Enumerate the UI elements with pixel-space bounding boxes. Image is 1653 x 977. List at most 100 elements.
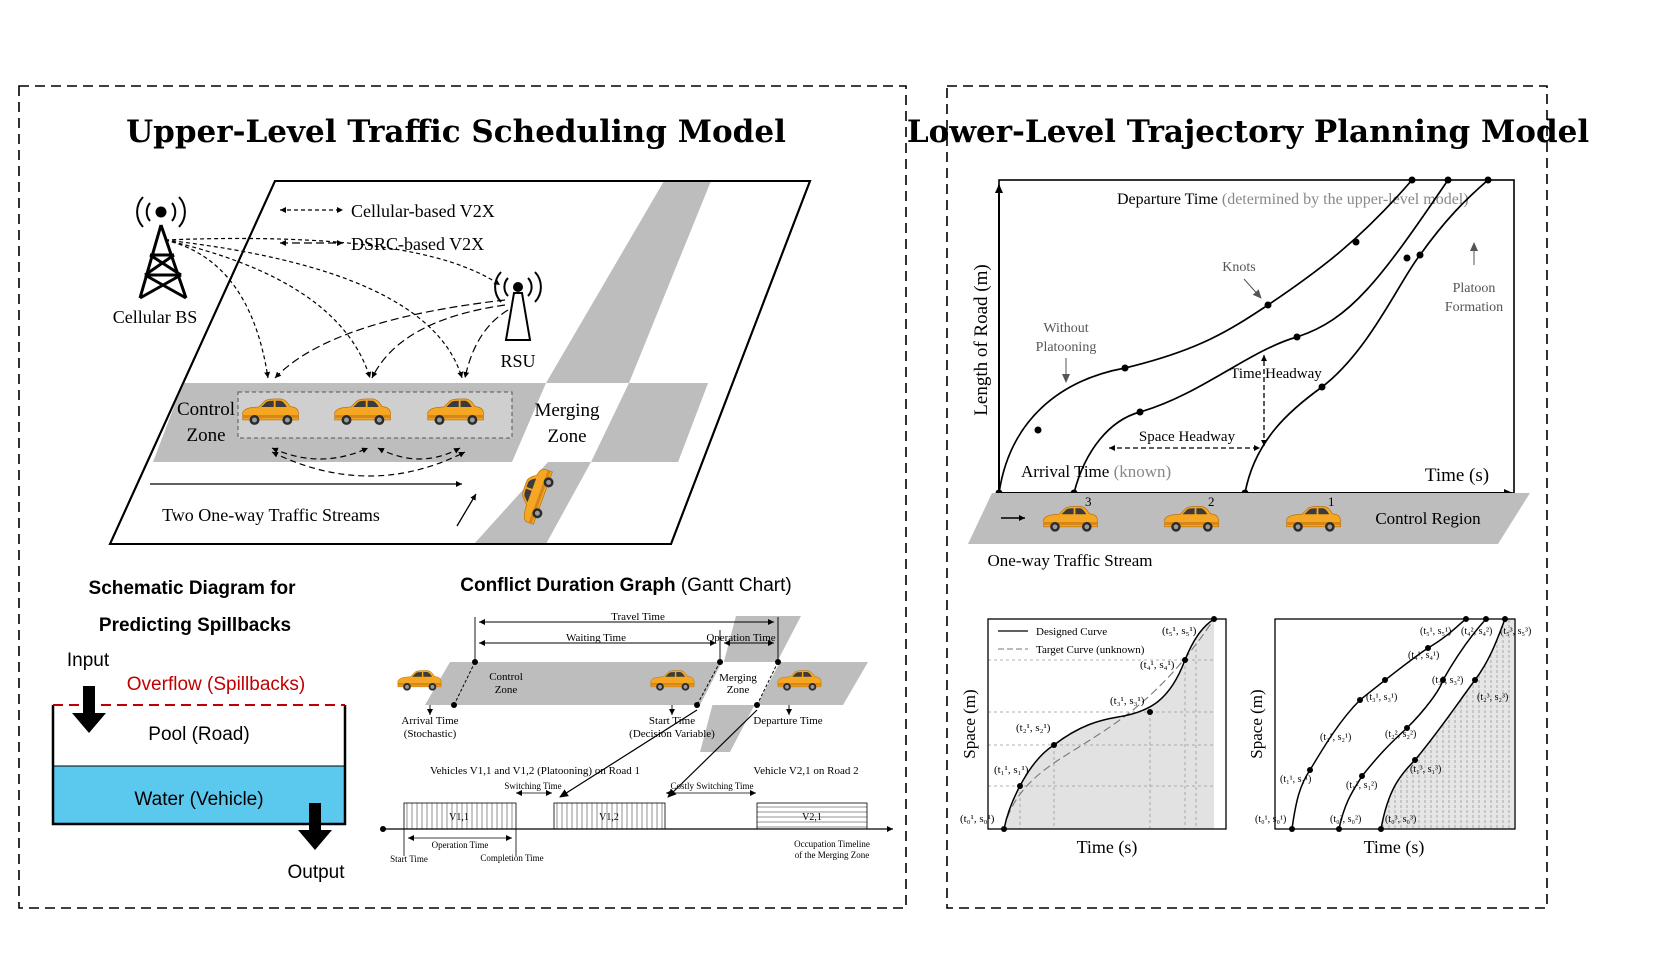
time-headway-label: Time Headway [1230,366,1322,382]
v2v-links [271,447,466,477]
arrival-time-1: Arrival Time [401,715,458,727]
upper-title: Upper-Level Traffic Scheduling Model [126,114,786,150]
pool-label: Pool (Road) [148,724,249,745]
merging-zone-label-1: Merging [534,400,600,421]
right-knot-v2-0: (t₀², s₀²) [1330,814,1361,825]
gantt-control-1: Control [489,671,523,683]
left-plot-y-label: Space (m) [960,689,979,758]
output-label: Output [287,862,345,883]
right-knot-v2-4: (t₄², s₄²) [1461,626,1492,637]
right-knot-v3-1: (t₁³, s₁³) [1410,764,1441,775]
switching-time-label: Switching Time [504,781,561,791]
left-knot-1: (t₁¹, s₁¹) [994,764,1029,776]
left-knot-4: (t₄¹, s₄¹) [1140,659,1175,671]
gantt-control-2: Zone [495,684,518,696]
legend-designed-curve: Designed Curve [1036,626,1107,638]
output-arrow-icon [298,803,332,850]
travel-time-label: Travel Time [611,611,665,623]
vehicle-road2-label: Vehicle V2,1 on Road 2 [753,765,858,777]
right-plot-x-label: Time (s) [1364,837,1425,858]
operation-time-top-label: Operation Time [706,632,775,644]
platoon-curves-plot [1274,616,1516,832]
headway-markers [1109,355,1267,451]
left-knot-5: (t₅¹, s₅¹) [1162,625,1197,637]
right-knot-v1-2: (t₂¹, s₂¹) [1320,732,1351,743]
knots-label: Knots [1222,260,1255,275]
departure-label: Departure Time (determined by the upper-… [1117,191,1469,208]
car-label-3: 3 [1085,494,1092,509]
legend-target-curve: Target Curve (unknown) [1036,644,1145,656]
car-icon [397,670,442,691]
gantt-bottom-spans [403,829,517,856]
spillback-title-2: Predicting Spillbacks [99,615,291,636]
input-arrow-icon [72,686,106,733]
arrival-time-2: (Stochastic) [404,728,457,740]
left-plot-x-label: Time (s) [1077,837,1138,858]
gantt-blocks [403,802,868,830]
right-knot-v1-4: (t₄¹, s₄¹) [1408,650,1439,661]
trajectory-plot-frame [998,179,1515,494]
space-headway-label: Space Headway [1139,429,1236,445]
block-v21-label: V2,1 [802,812,822,823]
arrival-note: (known) [1109,462,1171,481]
designed-curve-plot [987,616,1227,832]
water-label: Water (Vehicle) [134,789,263,810]
left-knot-0: (t₀¹, s₀¹) [960,813,995,825]
legend-cellular-label: Cellular-based V2X [351,201,495,221]
overflow-label: Overflow (Spillbacks) [127,674,305,695]
water-fill [53,766,345,824]
upper-panel-border [18,85,907,909]
stream-arrow-diagonal [456,493,477,527]
right-knot-v1-0: (t₀¹, s₀¹) [1255,814,1286,825]
right-knot-v3-3: (t₅³, s₅³) [1500,626,1531,637]
lower-title: Lower-Level Trajectory Planning Model [907,114,1589,150]
cell-tower-icon [136,196,188,300]
cellular-links [164,237,501,379]
control-zone-label-2: Zone [186,425,225,446]
cellular-bs-label: Cellular BS [113,307,198,327]
spillback-title-1: Schematic Diagram for [89,578,297,599]
right-knot-v3-2: (t₂³, s₂³) [1477,692,1508,703]
arrival-main: Arrival Time [1021,462,1109,481]
gantt-mapping-arrows [559,709,758,798]
gantt-road-shapes [425,616,868,752]
vehicles-road1-label: Vehicles V1,1 and V1,2 (Platooning) on R… [430,765,640,777]
lower-panel-border [946,85,1548,909]
pool-container [51,705,347,826]
without-platooning-2: Platooning [1036,340,1097,355]
rsu-antenna-icon [494,271,542,341]
start-time-bottom-label: Start Time [390,854,428,864]
arrival-label: Arrival Time (known) [1021,462,1171,481]
waiting-time-label: Waiting Time [566,632,626,644]
timeline-label-2: of the Merging Zone [795,850,870,860]
departure-main: Departure Time [1117,191,1218,208]
right-knot-v1-1: (t₁¹, s₁¹) [1280,774,1311,785]
control-zone-label-1: Control [177,399,235,420]
right-plot-y-label: Space (m) [1247,689,1266,758]
gantt-title: Conflict Duration Graph (Gantt Chart) [460,575,791,596]
right-knot-v2-2: (t₂², s₂²) [1385,729,1416,740]
costly-switching-label: Costly Switching Time [670,781,753,791]
start-time-2: (Decision Variable) [629,728,715,740]
block-v11-label: V1,1 [449,812,469,823]
right-knot-v1-3: (t₃¹, s₃¹) [1366,692,1397,703]
x-axis-label: Time (s) [1425,465,1489,486]
legend-dsrc-label: DSRC-based V2X [351,234,484,254]
left-knot-3: (t₃¹, s₃¹) [1110,695,1145,707]
merging-zone-label-2: Zone [547,426,586,447]
traffic-streams-label: Two One-way Traffic Streams [162,505,380,525]
gantt-merging-1: Merging [719,672,757,684]
departure-time-label: Departure Time [753,715,822,727]
gantt-merging-2: Zone [727,684,750,696]
dsrc-links [274,299,509,379]
gantt-title-bold: Conflict Duration Graph [460,575,675,596]
gantt-dashed-ticks [453,661,779,706]
without-platooning-1: Without [1043,321,1088,336]
input-label: Input [67,650,110,671]
platoon-formation-1: Platoon [1453,281,1496,296]
completion-time-label: Completion Time [480,853,543,863]
gantt-title-rest: (Gantt Chart) [676,575,792,596]
departure-note: (determined by the upper-level model) [1218,191,1469,208]
gantt-time-markers [474,617,779,662]
